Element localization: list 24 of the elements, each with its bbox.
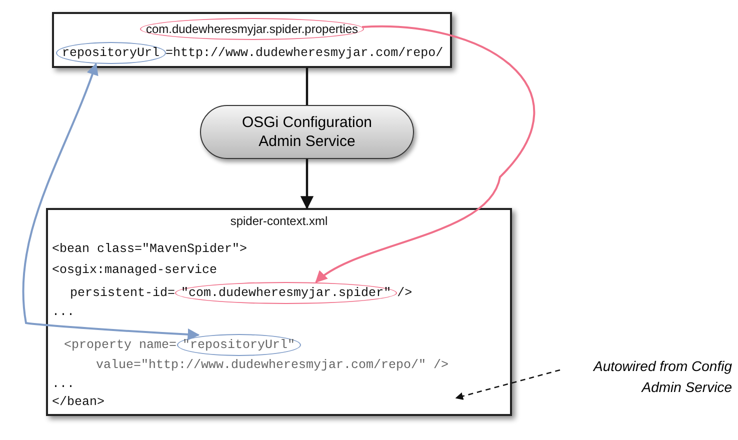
dashed-arrow <box>455 369 560 400</box>
code-text: ... <box>52 305 75 319</box>
code-highlight: "repositoryUrl" <box>176 334 302 356</box>
code-text: <bean class="MavenSpider"> <box>52 242 248 256</box>
code-panel <box>52 12 452 68</box>
code-text: persistent-id= <box>70 286 176 300</box>
code-text: /> <box>397 286 412 300</box>
service-pill: OSGi Configuration Admin Service <box>200 105 414 159</box>
file-name: spider-context.xml <box>230 214 328 228</box>
code-text: <property name= <box>64 338 177 352</box>
annotation-text: Autowired from Config Admin Service <box>560 356 732 400</box>
file-name-highlight: com.dudewheresmyjar.spider.properties <box>140 18 364 40</box>
code-text: =http://www.dudewheresmyjar.com/repo/ <box>166 46 444 60</box>
code-panel <box>46 208 512 416</box>
connector-line <box>306 68 308 105</box>
code-highlight: "com.dudewheresmyjar.spider" <box>175 282 398 304</box>
code-text: <osgix:managed-service <box>52 263 218 277</box>
code-text: </bean> <box>52 395 105 409</box>
arrow <box>300 159 314 210</box>
arrow <box>315 26 536 283</box>
code-text: ... <box>52 377 75 391</box>
code-highlight: repositoryUrl <box>56 42 166 64</box>
code-text: value="http://www.dudewheresmyjar.com/repo/" /> <box>96 358 449 372</box>
arrow <box>22 62 200 340</box>
